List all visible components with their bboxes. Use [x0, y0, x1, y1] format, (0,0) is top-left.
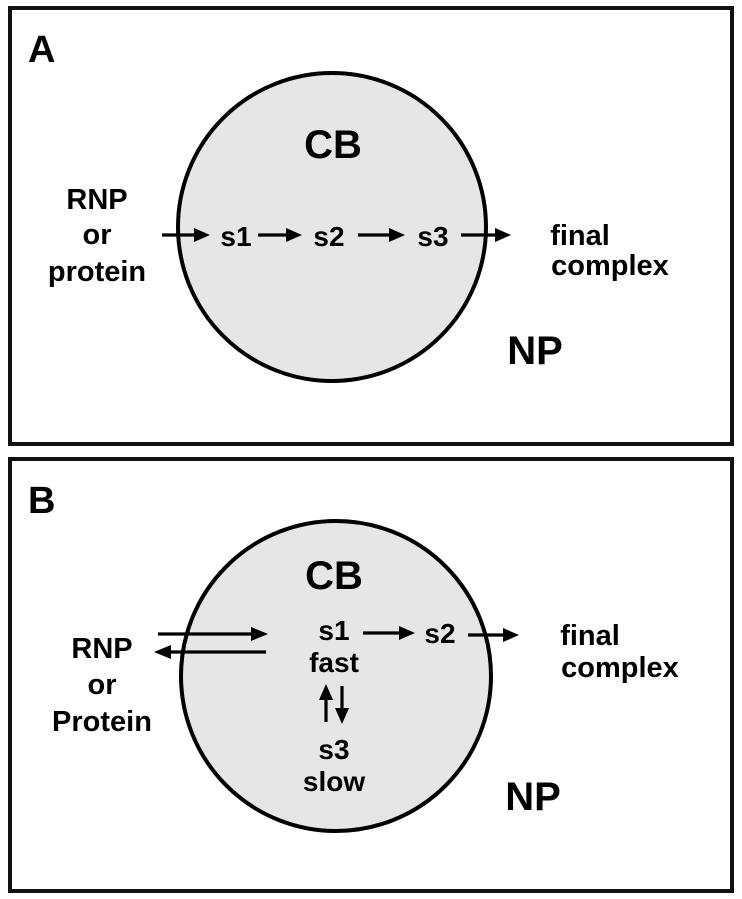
panel-b-frame	[8, 457, 734, 893]
panel-a-arrow-out	[461, 228, 511, 242]
panel-a-arrow-s2-s3	[358, 228, 405, 242]
panel-b-step-s2: s2	[424, 618, 455, 649]
panel-a-input-line-1: RNP	[66, 184, 127, 216]
panel-a-step-s1: s1	[220, 221, 251, 252]
panel-b-arrow-s3-to-s1	[319, 684, 333, 722]
panel-b-input-line-1: RNP	[71, 633, 132, 665]
panel-b-arrow-out	[468, 628, 519, 642]
panel-b-letter: B	[28, 480, 55, 522]
panel-b-s1-rate: fast	[309, 647, 359, 678]
panel-a-cb-label: CB	[304, 123, 362, 167]
panel-a-input-line-2: or	[83, 219, 112, 251]
panel-a-arrow-s1-s2	[258, 228, 302, 242]
panel-a-input-line-3: protein	[48, 256, 146, 288]
panel-a-np-label: NP	[507, 329, 563, 373]
panel-b-step-s1: s1	[318, 615, 349, 646]
panel-a-output-line-2: complex	[551, 250, 669, 282]
panel-a-letter: A	[28, 29, 55, 71]
panel-b-arrow-s1-s2	[363, 626, 415, 640]
panel-b-output-line-1: final	[560, 620, 620, 652]
panel-a-output-label: final complex	[550, 220, 669, 282]
panel-a-cajal-body	[176, 71, 488, 383]
panel-b-arrow-back	[154, 645, 266, 659]
panel-b-arrow-in	[158, 627, 268, 641]
panel-b-cajal-body	[179, 519, 493, 833]
panel-b-input-line-2: or	[88, 669, 117, 701]
panel-b-step-s3: s3	[318, 734, 349, 765]
panel-b-output-line-2: complex	[561, 652, 679, 684]
panel-a-output-line-1: final	[550, 220, 610, 252]
panel-b-input-label: RNP or Protein	[52, 633, 152, 738]
panel-b-input-line-3: Protein	[52, 706, 152, 738]
panel-b: B CB RNP or Protein s1 fast s2	[8, 457, 734, 893]
panel-a: A CB RNP or protein s1 s2 s3 final	[8, 6, 734, 446]
panel-a-step-s2: s2	[313, 221, 344, 252]
panel-a-input-label: RNP or protein	[48, 184, 146, 288]
panel-a-frame	[8, 6, 734, 446]
panel-a-step-s3: s3	[417, 221, 448, 252]
panel-b-output-label: final complex	[560, 620, 679, 684]
panel-a-arrow-in	[162, 228, 210, 242]
panel-b-np-label: NP	[505, 775, 561, 819]
panel-b-arrow-s1-to-s3	[335, 686, 349, 724]
panel-b-cb-label: CB	[305, 554, 363, 598]
panel-b-s3-rate: slow	[303, 766, 365, 797]
